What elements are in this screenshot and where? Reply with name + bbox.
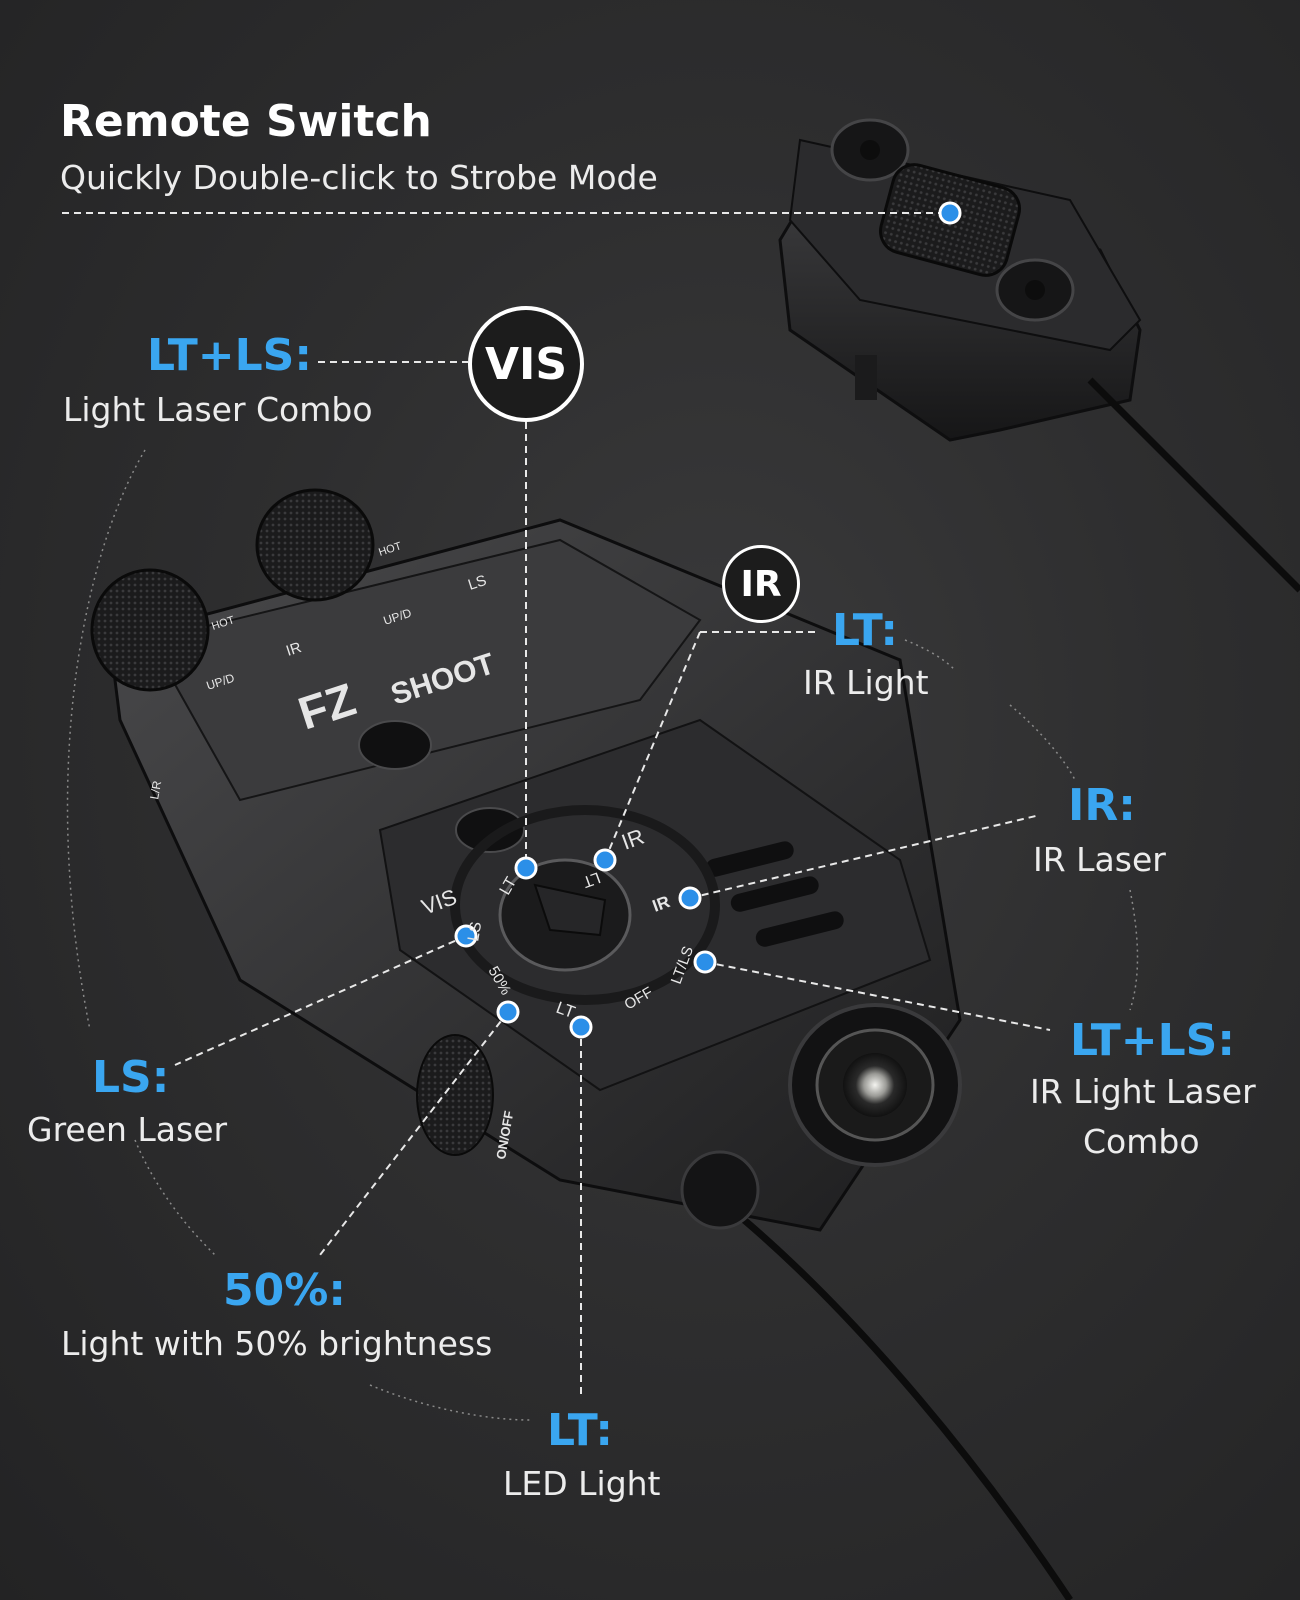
dot-vis xyxy=(514,856,538,880)
fifty-heading: 50%: xyxy=(223,1265,346,1316)
dial-lt-bottom: LT xyxy=(554,998,578,1022)
dot-ir-ltls xyxy=(693,950,717,974)
dot-remote xyxy=(938,201,962,225)
ir-lt-ls-desc-line2: Combo xyxy=(1083,1122,1200,1161)
dial-lt-left: LT xyxy=(497,874,521,898)
lt-led-desc: LED Light xyxy=(503,1464,661,1503)
lr-label: L/R xyxy=(147,779,164,800)
remote-switch-subtitle: Quickly Double-click to Strobe Mode xyxy=(60,158,658,197)
vis-badge: VIS xyxy=(468,306,584,422)
dial-ir: IR xyxy=(650,892,672,916)
fifty-desc: Light with 50% brightness xyxy=(61,1324,493,1363)
indicator-dots xyxy=(454,201,962,1039)
dot-ls xyxy=(454,924,478,948)
hot-label-2: HOT xyxy=(377,540,403,559)
ir-knob-label: IR xyxy=(284,639,304,660)
ls-desc: Green Laser xyxy=(27,1110,228,1149)
ir-lt-heading: LT: xyxy=(832,605,898,656)
ir-ir-desc: IR Laser xyxy=(1033,840,1166,879)
dot-50 xyxy=(496,1000,520,1024)
lt-led-heading: LT: xyxy=(547,1405,613,1456)
ir-badge: IR xyxy=(722,545,800,623)
remote-switch-title: Remote Switch xyxy=(60,96,432,147)
dot-ir-lt xyxy=(593,848,617,872)
ir-lt-ls-heading: LT+LS: xyxy=(1070,1015,1235,1066)
remote-switch xyxy=(778,118,1142,442)
dial-lt-top: LT xyxy=(580,868,602,890)
vis-lt-ls-heading: LT+LS: xyxy=(147,330,312,381)
ir-lt-desc: IR Light xyxy=(803,663,929,702)
dial-ls: LS xyxy=(465,920,485,942)
decorative-arcs xyxy=(66,449,1139,1421)
remote-cable xyxy=(1087,377,1300,593)
leader-lines xyxy=(62,212,1051,1395)
ir-lt-ls-desc-line1: IR Light Laser xyxy=(1030,1072,1256,1111)
ir-ir-heading: IR: xyxy=(1068,780,1136,831)
vis-lt-ls-desc: Light Laser Combo xyxy=(63,390,373,429)
device-cable xyxy=(717,1197,1073,1600)
ls-knob-label: LS xyxy=(466,572,489,594)
dot-ir-ir xyxy=(678,886,702,910)
ls-heading: LS: xyxy=(92,1052,170,1103)
dot-lt-led xyxy=(569,1015,593,1039)
